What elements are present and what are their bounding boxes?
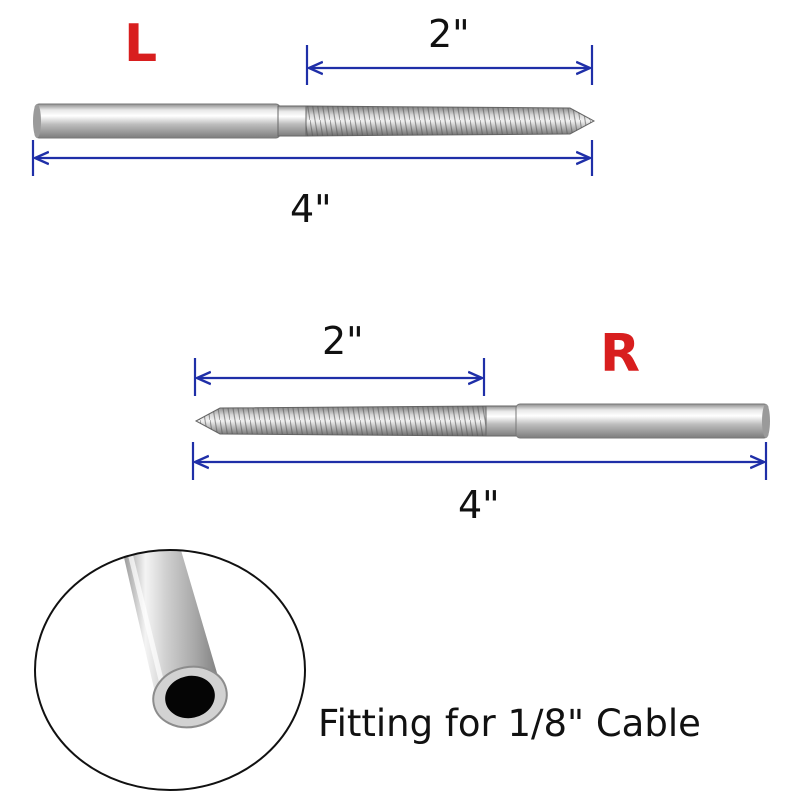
left-fitting-thread-texture <box>306 106 594 136</box>
cable-size-caption: Fitting for 1/8" Cable <box>318 702 701 745</box>
left-thread-length-label: 2" <box>428 12 470 56</box>
right-hand-label: R <box>600 324 641 384</box>
left-total-length-label: 4" <box>290 187 332 231</box>
right-fitting-tube-end <box>762 404 770 438</box>
detail-tube-bore <box>165 675 215 719</box>
right-fitting <box>194 403 770 439</box>
left-fitting <box>33 103 596 139</box>
right-total-dimension <box>191 442 768 480</box>
detail-tube-body <box>120 550 222 706</box>
left-fitting-swage-collar <box>277 105 309 137</box>
left-thread-dimension <box>305 45 594 85</box>
left-total-dimension <box>31 140 594 176</box>
left-fitting-tube-end <box>33 104 41 138</box>
right-fitting-swage-collar <box>485 405 519 437</box>
right-total-length-label: 4" <box>458 483 500 527</box>
right-thread-length-label: 2" <box>322 319 364 363</box>
right-fitting-thread-texture <box>196 406 488 436</box>
right-thread-dimension <box>193 358 486 396</box>
left-fitting-tube <box>34 103 281 139</box>
left-hand-label: L <box>124 14 158 74</box>
tube-opening-detail <box>34 549 306 791</box>
right-fitting-tube <box>515 403 769 439</box>
